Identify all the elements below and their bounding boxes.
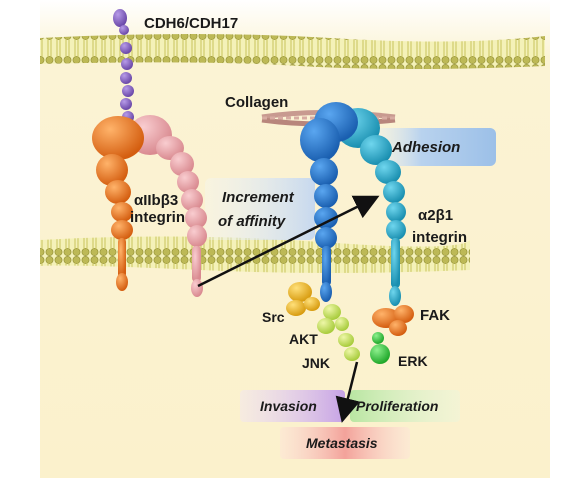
- adhesion-label: Adhesion: [391, 139, 460, 156]
- increment-label-line2: of affinity: [218, 213, 286, 230]
- fak-label: FAK: [420, 307, 450, 324]
- src-label: Src: [262, 309, 285, 325]
- affinity-arrow: [197, 195, 380, 288]
- invasion-label: Invasion: [260, 398, 317, 414]
- src-protein: [286, 282, 320, 316]
- metastasis-highlight: [280, 427, 410, 459]
- lower-cell-membrane: [40, 236, 470, 273]
- cadherin-label: CDH6/CDH17: [144, 15, 238, 32]
- akt-protein: [317, 304, 349, 334]
- jnk-label: JNK: [302, 355, 330, 371]
- affinity-highlight: [205, 178, 315, 240]
- aiib-label-line2: integrin: [130, 209, 185, 226]
- erk-label: ERK: [398, 353, 428, 369]
- adhesion-highlight: [372, 128, 496, 166]
- upper-cell-membrane: [40, 34, 545, 69]
- jnk-protein: [338, 333, 360, 361]
- a2b1-label-line1: α2β1: [418, 207, 453, 224]
- aiib-label-line1: αIIbβ3: [134, 192, 178, 209]
- akt-label: AKT: [289, 331, 318, 347]
- collagen-label: Collagen: [225, 94, 288, 111]
- a2b1-integrin: [300, 102, 406, 306]
- increment-label-line1: Increment: [222, 189, 295, 206]
- proliferation-highlight: [350, 390, 460, 422]
- a2b1-label-line2: integrin: [412, 229, 467, 246]
- proliferation-label: Proliferation: [356, 398, 438, 414]
- invasion-highlight: [240, 390, 345, 422]
- metastasis-label: Metastasis: [306, 435, 378, 451]
- aiib-b3-integrin: [92, 115, 207, 297]
- fak-protein: [372, 305, 414, 336]
- erk-protein: [370, 332, 390, 364]
- signaling-arrow: [335, 361, 360, 423]
